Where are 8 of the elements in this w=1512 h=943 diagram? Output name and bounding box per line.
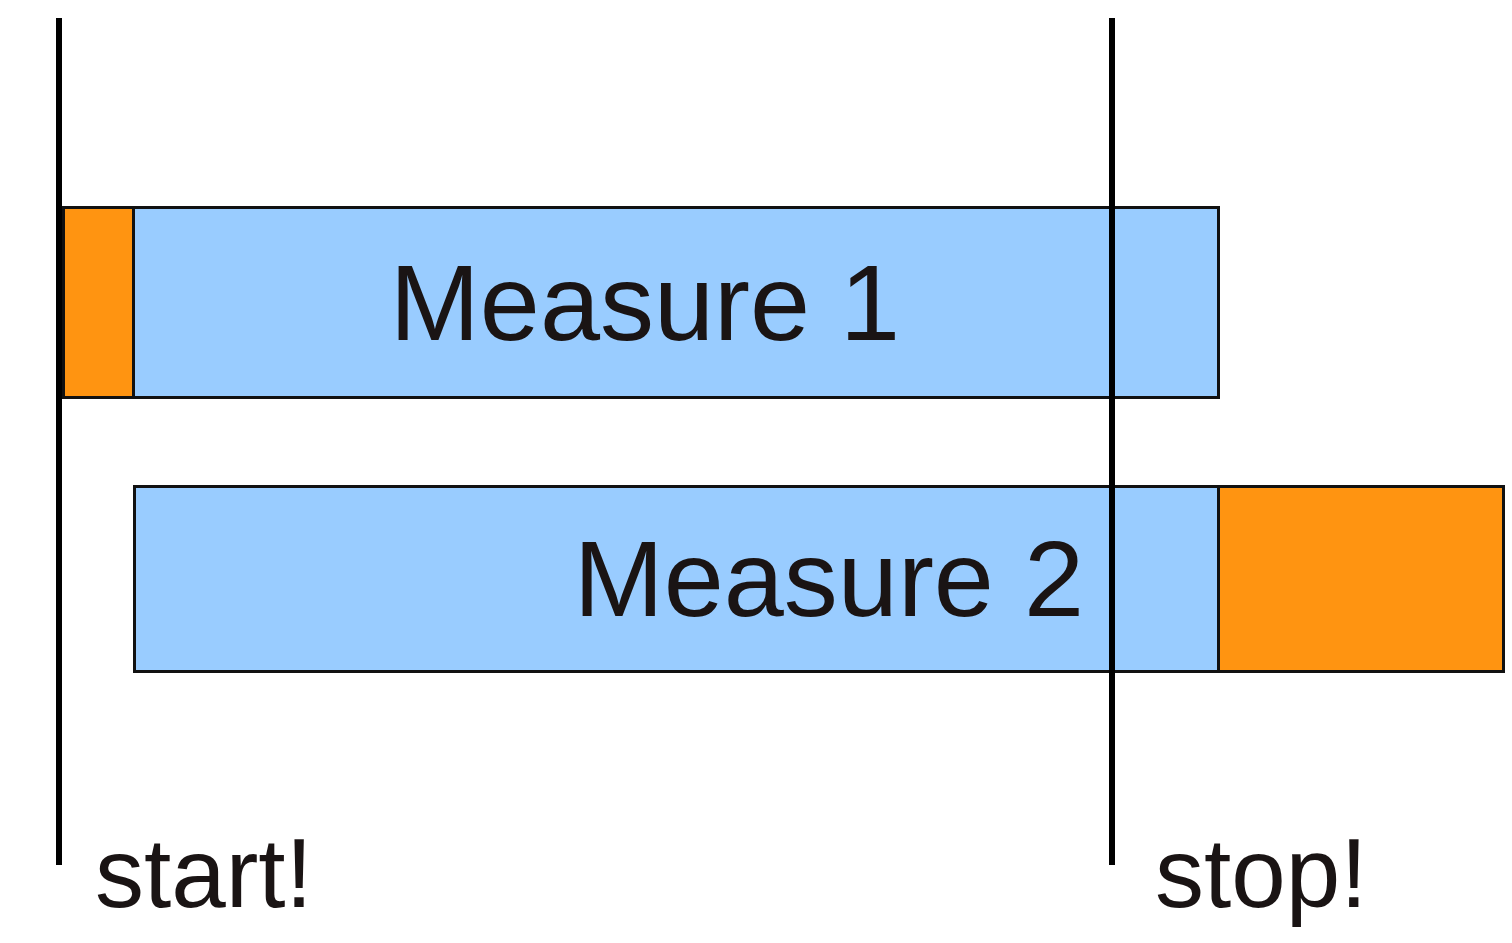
bar-label: Measure 1 — [389, 248, 901, 357]
highlight-segment — [1217, 488, 1502, 670]
highlight-segment — [65, 209, 135, 396]
bar-label: Measure 2 — [573, 525, 1084, 633]
marker-label: stop! — [1155, 822, 1368, 925]
marker-label: start! — [95, 822, 313, 925]
measure-bar — [133, 485, 1505, 673]
measure-bar — [62, 206, 1220, 399]
